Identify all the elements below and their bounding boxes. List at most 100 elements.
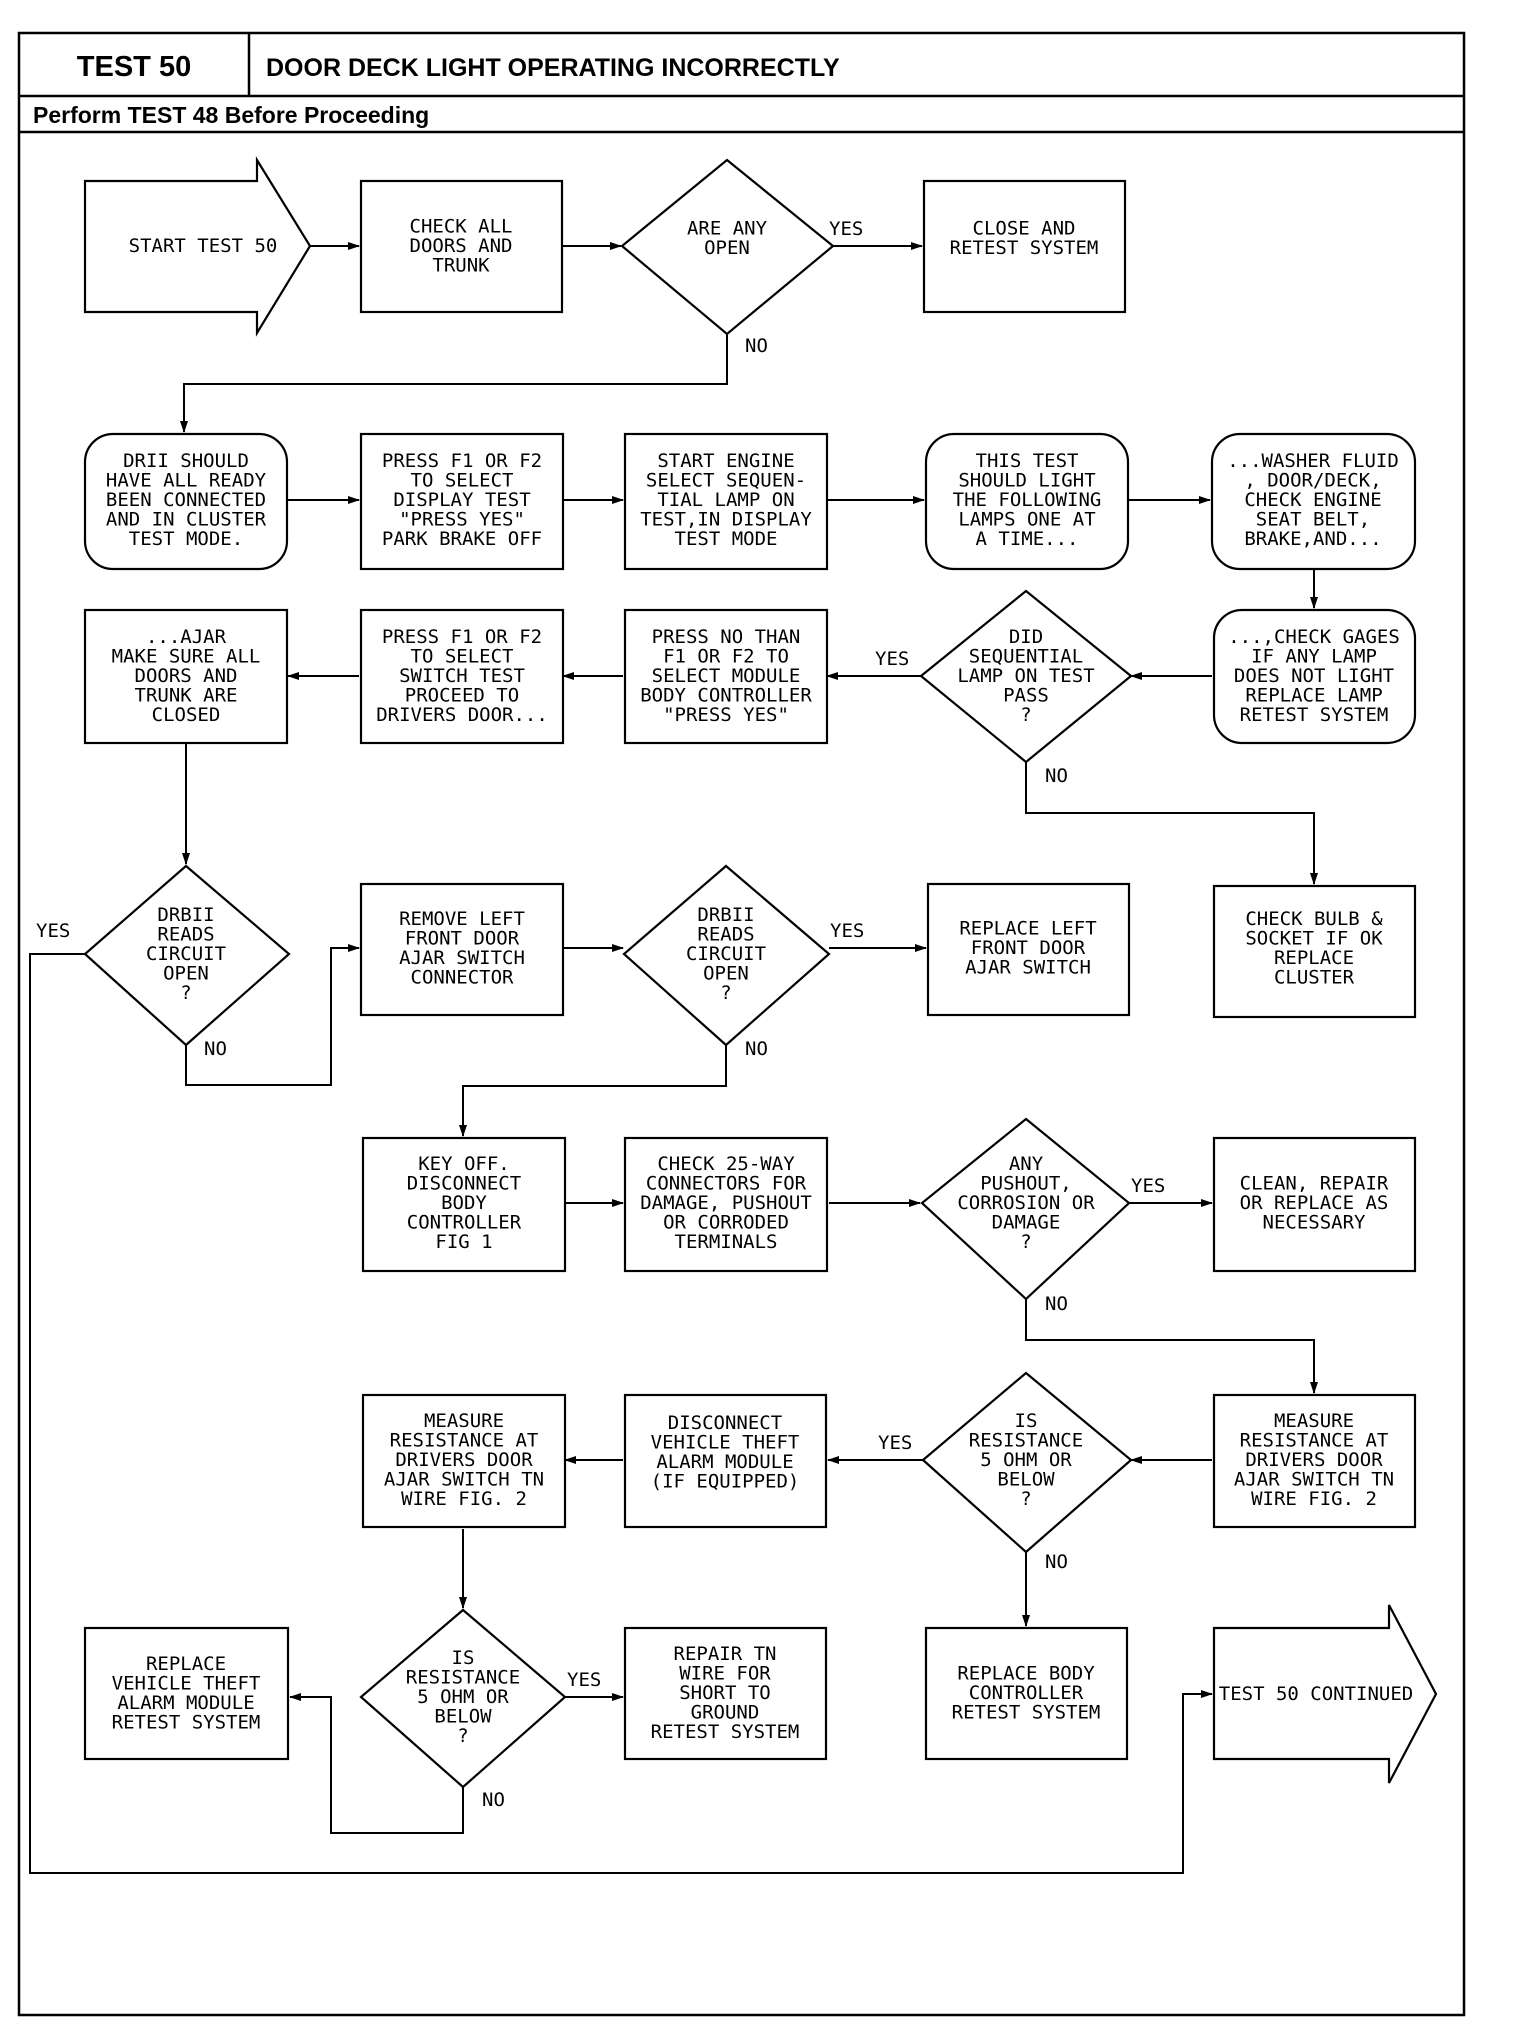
node-text-line: ARE ANY	[687, 217, 768, 239]
node-text-line: ...AJAR	[146, 626, 227, 648]
node-text-line: BELOW	[997, 1469, 1055, 1491]
node-text-line: BELOW	[434, 1706, 492, 1728]
replace-left-switch-box	[926, 882, 1131, 1017]
node-text-line: MAKE SURE ALL	[112, 646, 261, 668]
node-text-line: TRUNK ARE	[135, 685, 238, 707]
node-text-line: CONTROLLER	[969, 1682, 1084, 1704]
node-text-line: CLOSED	[152, 704, 221, 726]
node-text-line: PRESS F1 OR F2	[382, 626, 542, 648]
node-text-line: SEQUENTIAL	[969, 646, 1083, 668]
node-text-line: BODY	[441, 1192, 487, 1214]
node-text-line: ?	[1020, 1488, 1031, 1510]
node-text-line: DRBII	[697, 904, 754, 926]
node-text-line: REPLACE	[146, 1653, 226, 1675]
test-number-label: TEST 50	[77, 51, 191, 83]
check-25way-box	[623, 1136, 829, 1273]
node-text-line: IS	[1015, 1410, 1038, 1432]
node-text-line: CHECK ALL	[410, 216, 513, 238]
node-text-line: DOES NOT LIGHT	[1234, 665, 1394, 687]
node-text-line: ?	[720, 982, 731, 1004]
node-text-line: AJAR SWITCH TN	[384, 1469, 544, 1491]
node-text-line: "PRESS YES"	[399, 509, 525, 531]
node-text-line: IF ANY LAMP	[1251, 646, 1377, 668]
node-text-line: TEST MODE.	[129, 528, 243, 550]
washer-fluid-box	[1210, 432, 1417, 571]
node-text-line: OR CORRODED	[663, 1212, 789, 1234]
node-text-line: RESISTANCE AT	[1240, 1430, 1389, 1452]
node-text-line: DOORS AND	[135, 665, 238, 687]
resistance-2-diamond	[359, 1608, 567, 1789]
drii-connected-box	[83, 432, 289, 571]
node-text-line: REPLACE LAMP	[1245, 685, 1382, 707]
node-text-line: WIRE FIG. 2	[1251, 1488, 1377, 1510]
node-text-line: RETEST SYSTEM	[952, 1702, 1101, 1724]
node-text-line: AND IN CLUSTER	[106, 509, 267, 531]
page-frame	[17, 31, 1466, 2017]
press-f1-display-box	[359, 432, 565, 571]
node-text-line: PROCEED TO	[405, 685, 519, 707]
label-yes-pushout: YES	[1131, 1175, 1165, 1197]
node-text-line: AJAR SWITCH	[965, 957, 1091, 979]
measure-right-box	[1212, 1393, 1417, 1529]
node-text-line: ?	[1020, 1231, 1031, 1253]
label-no-resistance-2: NO	[482, 1789, 505, 1811]
node-test50-continued-text: TEST 50 CONTINUED	[1219, 1683, 1413, 1705]
node-text-line: CIRCUIT	[686, 943, 766, 965]
check-bulb-box	[1212, 884, 1417, 1019]
start-engine-box	[623, 432, 829, 571]
node-text-line: "PRESS YES"	[663, 704, 789, 726]
node-text-line: TEST 50 CONTINUED	[1219, 1683, 1413, 1705]
node-text-line: CONNECTOR	[411, 966, 515, 988]
repair-tn-box	[623, 1626, 828, 1761]
node-text-line: REPLACE BODY	[957, 1663, 1095, 1685]
label-yes-resistance-2: YES	[567, 1669, 601, 1691]
node-text-line: HAVE ALL READY	[106, 470, 267, 492]
node-text-line: FIG 1	[435, 1231, 492, 1253]
node-text-line: ...WASHER FLUID	[1227, 450, 1399, 472]
node-text-line: RETEST SYSTEM	[1240, 704, 1389, 726]
replace-vta-box	[83, 1626, 290, 1761]
node-text-line: IS	[452, 1647, 475, 1669]
check-doors-box	[359, 179, 564, 314]
remove-left-box	[359, 882, 565, 1017]
node-text-line: (IF EQUIPPED)	[651, 1470, 800, 1492]
label-yes-drbii-2: YES	[830, 920, 864, 942]
node-text-line: TO SELECT	[411, 470, 514, 492]
node-text-line: ?	[180, 982, 191, 1004]
drbii-reads-1-diamond	[83, 864, 291, 1047]
node-text-line: TO SELECT	[411, 646, 514, 668]
resistance-1-diamond	[921, 1371, 1133, 1554]
key-off-box	[361, 1136, 567, 1273]
node-text-line: BODY CONTROLLER	[640, 685, 812, 707]
node-text-line: GROUND	[691, 1702, 760, 1724]
node-text-line: KEY OFF.	[418, 1153, 510, 1175]
node-text-line: RESISTANCE	[969, 1430, 1083, 1452]
prerequisite-note: Perform TEST 48 Before Proceeding	[33, 102, 429, 128]
replace-body-box	[924, 1626, 1129, 1761]
node-text-line: BRAKE,AND...	[1244, 528, 1381, 550]
clean-repair-box	[1212, 1136, 1417, 1273]
node-text-line: REPLACE LEFT	[959, 918, 1096, 940]
node-text-line: READS	[157, 924, 214, 946]
label-yes-sequential: YES	[875, 648, 909, 670]
node-text-line: A TIME...	[976, 528, 1079, 550]
node-text-line: CLEAN, REPAIR	[1240, 1173, 1389, 1195]
label-no-resistance-1: NO	[1045, 1551, 1068, 1573]
node-text-line: TEST MODE	[675, 528, 778, 550]
node-text-line: LAMP ON TEST	[957, 665, 1094, 687]
